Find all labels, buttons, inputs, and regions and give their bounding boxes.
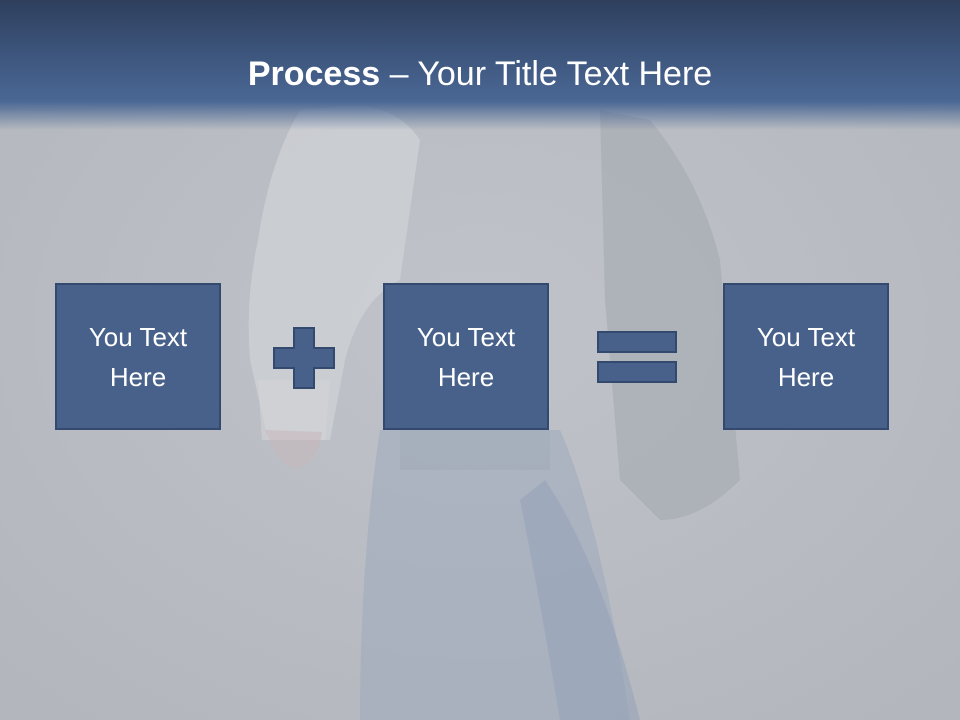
- title-rest-text: – Your Title Text Here: [380, 55, 713, 93]
- plus-icon: [273, 327, 335, 389]
- process-box-1[interactable]: You Text Here: [55, 283, 221, 430]
- slide-title[interactable]: Process – Your Title Text Here: [0, 52, 960, 96]
- title-band: [0, 0, 960, 130]
- process-box-2[interactable]: You Text Here: [383, 283, 549, 430]
- process-box-3-text: You Text Here: [756, 321, 856, 392]
- process-box-3[interactable]: You Text Here: [723, 283, 889, 430]
- title-bold-text: Process: [247, 55, 381, 93]
- equals-icon: [597, 331, 677, 383]
- process-box-2-text: You Text Here: [416, 321, 516, 392]
- process-box-1-text: You Text Here: [88, 321, 188, 392]
